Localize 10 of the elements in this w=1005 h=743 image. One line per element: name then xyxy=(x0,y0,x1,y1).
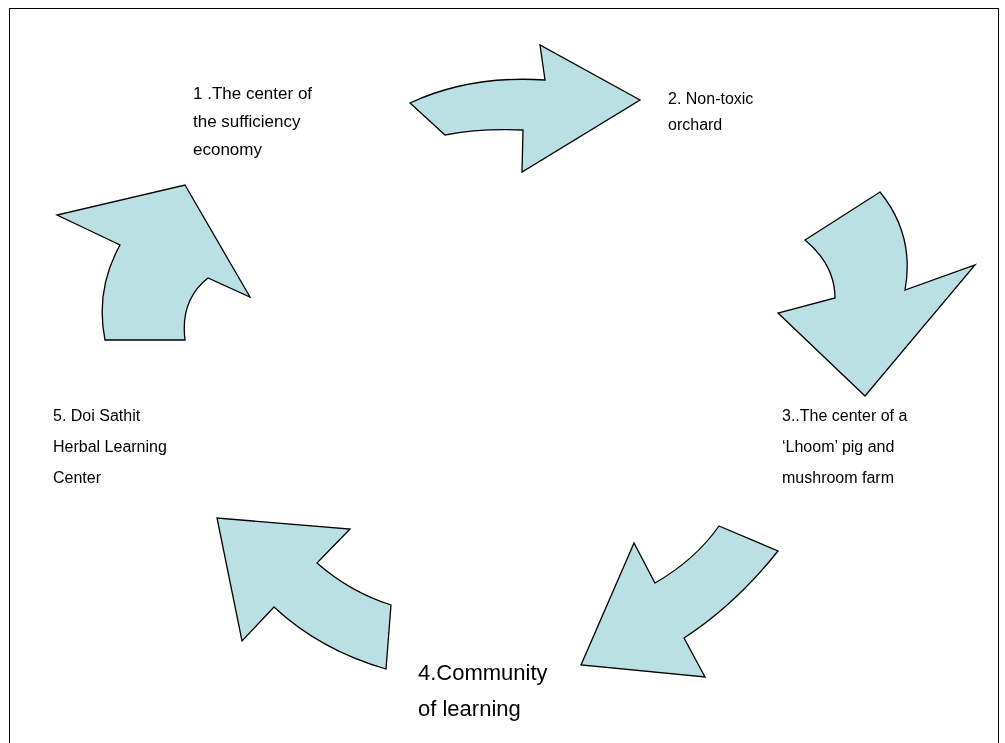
step-label: 1 .The center of the sufficiency economy xyxy=(193,80,321,164)
curved-block-arrow xyxy=(216,517,392,670)
step-label: 4.Community of learning xyxy=(418,655,568,727)
step-label: 2. Non-toxic orchard xyxy=(668,86,768,138)
step-label: 3..The center of a ‘Lhoom’ pig and mushroom farm xyxy=(782,400,954,493)
curved-block-arrow xyxy=(56,184,251,341)
curved-block-arrow xyxy=(580,525,779,678)
curved-block-arrow xyxy=(777,191,976,397)
curved-block-arrow xyxy=(409,44,641,173)
step-label: 5. Doi Sathit Herbal Learning Center xyxy=(53,400,188,493)
